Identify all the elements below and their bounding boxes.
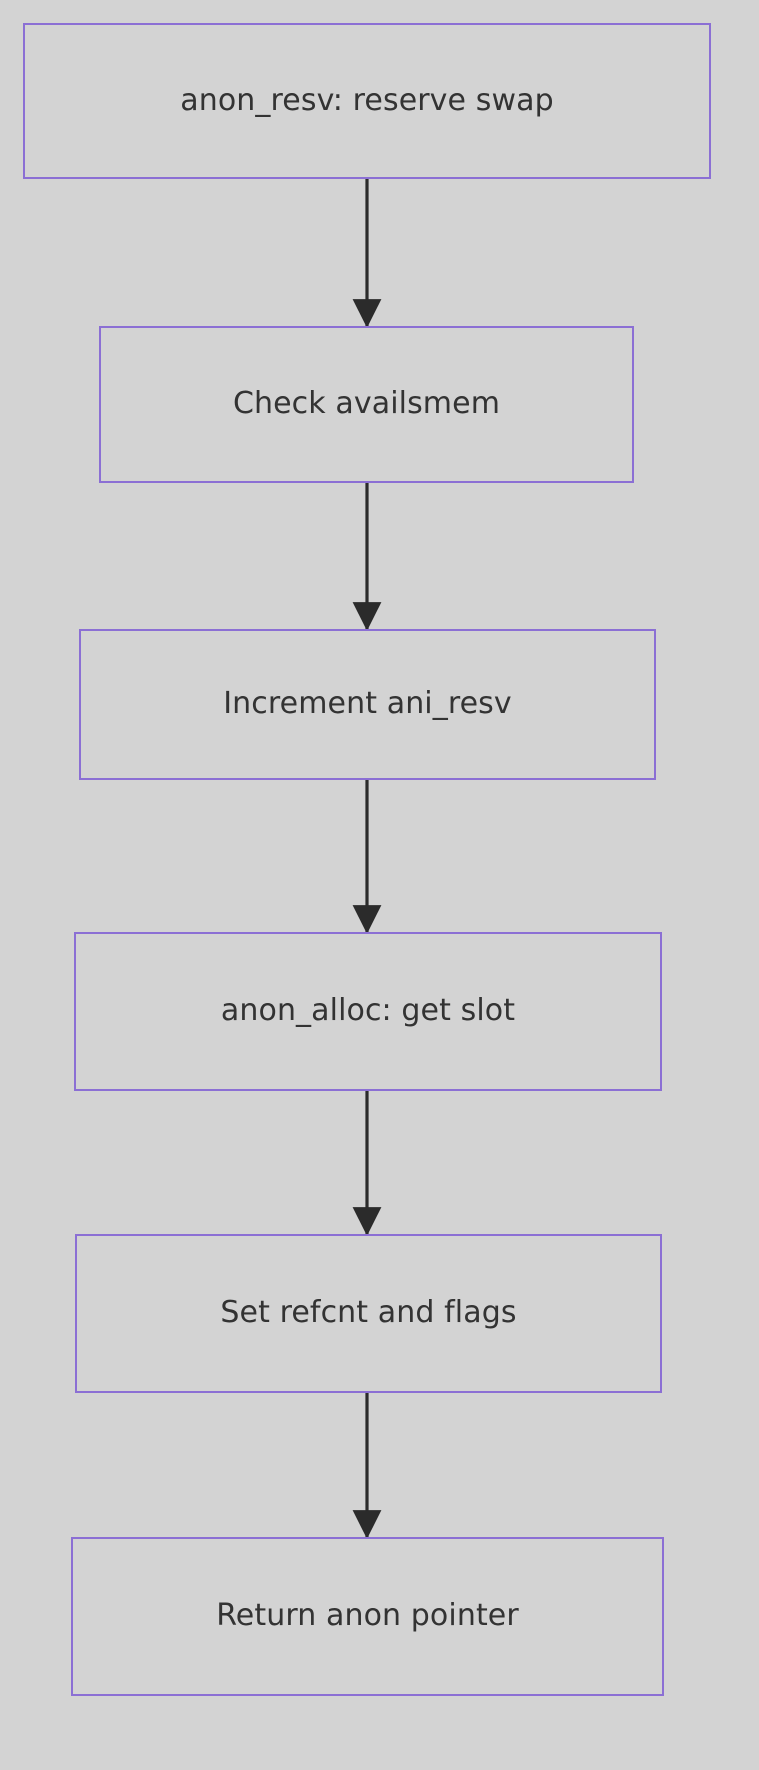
- node-label: Return anon pointer: [216, 1598, 519, 1634]
- node-label: anon_alloc: get slot: [220, 993, 516, 1029]
- node-anon-alloc-get-slot[interactable]: anon_alloc: get slot: [74, 932, 662, 1091]
- node-label: Check availsmem: [232, 386, 501, 422]
- node-label: Set refcnt and flags: [220, 1295, 517, 1331]
- node-label: Increment ani_resv: [223, 686, 512, 722]
- node-anon-resv-reserve-swap[interactable]: anon_resv: reserve swap: [23, 23, 711, 179]
- node-check-availsmem[interactable]: Check availsmem: [99, 326, 634, 483]
- node-set-refcnt-and-flags[interactable]: Set refcnt and flags: [75, 1234, 662, 1393]
- node-return-anon-pointer[interactable]: Return anon pointer: [71, 1537, 664, 1696]
- node-increment-ani-resv[interactable]: Increment ani_resv: [79, 629, 656, 780]
- node-label: anon_resv: reserve swap: [180, 82, 554, 118]
